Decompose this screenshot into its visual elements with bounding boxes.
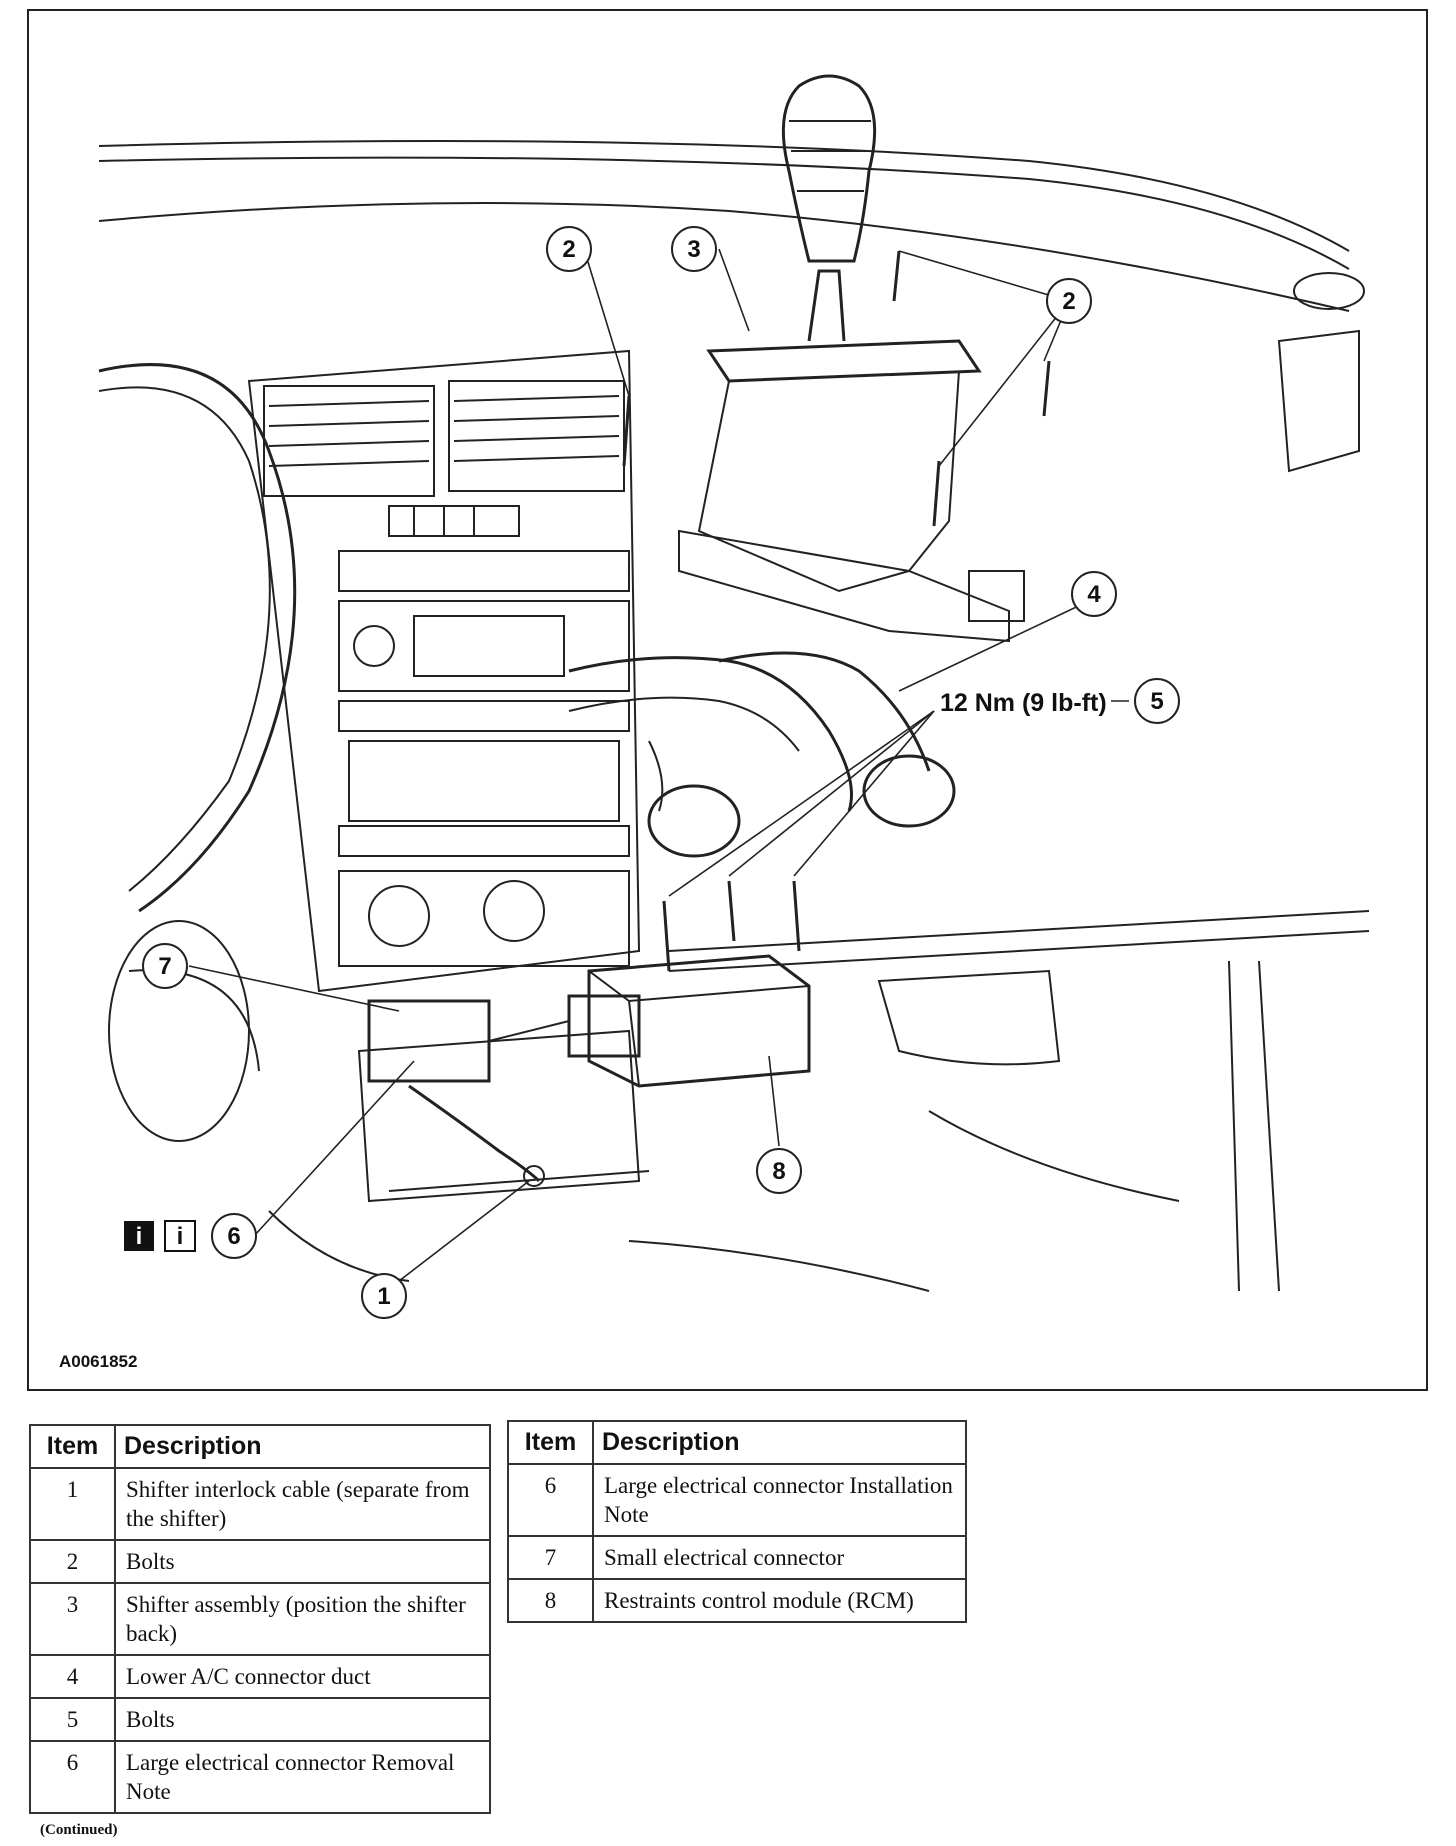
- item-number: 8: [507, 1578, 594, 1623]
- svg-text:i: i: [136, 1223, 143, 1250]
- item-description: Small electrical connector: [592, 1535, 967, 1580]
- callout-text-2-right: 2: [1062, 288, 1075, 315]
- parts-table-right: Item Description 6 Large electrical conn…: [507, 1420, 967, 1623]
- callout-3: [671, 226, 717, 272]
- callout-4: [1071, 571, 1117, 617]
- table-row: 4 Lower A/C connector duct: [29, 1654, 491, 1699]
- callout-7: [142, 943, 188, 989]
- callout-text-8: 8: [772, 1158, 785, 1185]
- continued-note: (Continued): [40, 1822, 118, 1838]
- callout-text-7: 7: [158, 953, 171, 980]
- info-icon-filled: i: [124, 1221, 154, 1251]
- item-description: Restraints control module (RCM): [592, 1578, 967, 1623]
- callout-text-3: 3: [687, 236, 700, 263]
- item-description: Shifter assembly (position the shifter b…: [114, 1582, 491, 1656]
- description-column-header: Description: [114, 1424, 491, 1469]
- callout-text-6: 6: [227, 1223, 240, 1250]
- item-number: 1: [29, 1467, 116, 1541]
- item-description: Bolts: [114, 1697, 491, 1742]
- parts-table-left: Item Description 1 Shifter interlock cab…: [29, 1424, 491, 1814]
- table-row: 3 Shifter assembly (position the shifter…: [29, 1582, 491, 1656]
- table-header-row: Item Description: [29, 1424, 491, 1469]
- item-number: 7: [507, 1535, 594, 1580]
- item-number: 2: [29, 1539, 116, 1584]
- item-description: Lower A/C connector duct: [114, 1654, 491, 1699]
- table-row: 2 Bolts: [29, 1539, 491, 1584]
- callout-2-right: [1046, 278, 1092, 324]
- table-header-row: Item Description: [507, 1420, 967, 1465]
- item-description: Shifter interlock cable (separate from t…: [114, 1467, 491, 1541]
- callout-text-2-left: 2: [562, 236, 575, 263]
- torque-spec-label: 12 Nm (9 lb-ft): [936, 689, 1111, 718]
- item-number: 4: [29, 1654, 116, 1699]
- item-number: 6: [507, 1463, 594, 1537]
- callout-5: [1134, 678, 1180, 724]
- table-row: 1 Shifter interlock cable (separate from…: [29, 1467, 491, 1541]
- callout-text-4: 4: [1087, 581, 1101, 608]
- item-number: 6: [29, 1740, 116, 1814]
- item-description: Large electrical connector Removal Note: [114, 1740, 491, 1814]
- item-column-header: Item: [29, 1424, 116, 1469]
- description-column-header: Description: [592, 1420, 967, 1465]
- svg-text:i: i: [177, 1223, 184, 1250]
- callout-8: [756, 1148, 802, 1194]
- table-row: 8 Restraints control module (RCM): [507, 1578, 967, 1623]
- item-column-header: Item: [507, 1420, 594, 1465]
- callout-2-left: [546, 226, 592, 272]
- callout-1: [361, 1273, 407, 1319]
- info-icon-outline: i: [164, 1220, 196, 1252]
- item-description: Large electrical connector Installation …: [592, 1463, 967, 1537]
- table-row: 6 Large electrical connector Removal Not…: [29, 1740, 491, 1814]
- item-number: 3: [29, 1582, 116, 1656]
- dashboard-line-drawing: 2 3 2 4 5 7 8 6 1 i i: [98, 74, 1370, 1319]
- table-row: 7 Small electrical connector: [507, 1535, 967, 1580]
- callout-text-5: 5: [1150, 688, 1163, 715]
- item-number: 5: [29, 1697, 116, 1742]
- figure-id: A0061852: [59, 1352, 138, 1371]
- exploded-view-illustration: 2 3 2 4 5 7 8 6 1 i i 12 Nm (9 lb-ft) A0…: [27, 9, 1428, 1391]
- callout-text-1: 1: [377, 1283, 390, 1310]
- item-description: Bolts: [114, 1539, 491, 1584]
- table-row: 6 Large electrical connector Installatio…: [507, 1463, 967, 1537]
- table-row: 5 Bolts: [29, 1697, 491, 1742]
- callout-6: [211, 1213, 257, 1259]
